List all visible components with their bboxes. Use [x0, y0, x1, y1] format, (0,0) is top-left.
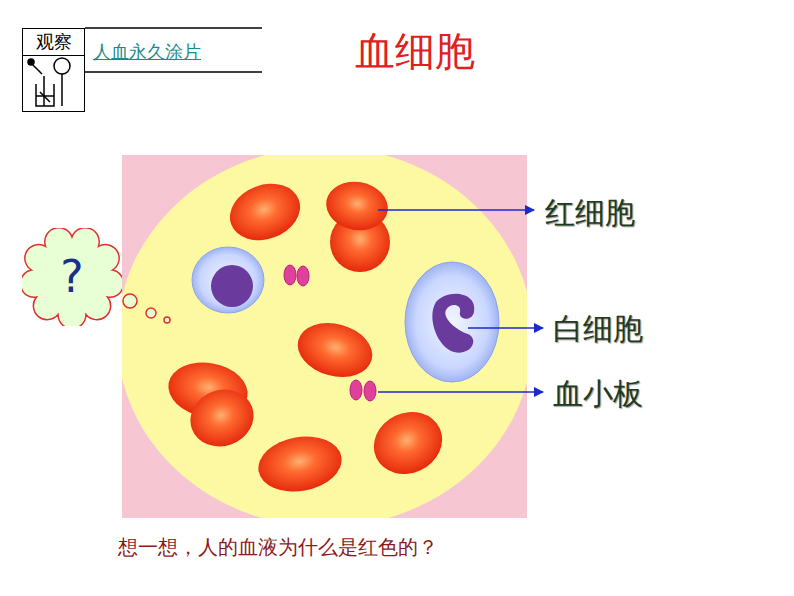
- white-blood-cells: [192, 247, 499, 382]
- leader-lines: [378, 210, 543, 392]
- observe-box: 观察: [22, 28, 85, 112]
- cell-label: 红细胞: [545, 193, 635, 234]
- smear-field: [122, 155, 527, 518]
- thought-trail: [123, 294, 170, 323]
- question-caption: 想一想，人的血液为什么是红色的？: [118, 534, 438, 561]
- question-mark: ?: [22, 228, 122, 326]
- experiment-icon: [28, 58, 70, 106]
- cell-label: 白细胞: [553, 309, 643, 350]
- cloud-shape: [22, 228, 122, 326]
- cell-label: 血小板: [553, 374, 643, 415]
- header-rule: [85, 28, 262, 72]
- observe-label: 观察: [23, 29, 84, 56]
- specimen-link: 人血永久涂片: [93, 40, 201, 64]
- platelets: [284, 265, 376, 401]
- thought-cloud: ?: [22, 228, 122, 326]
